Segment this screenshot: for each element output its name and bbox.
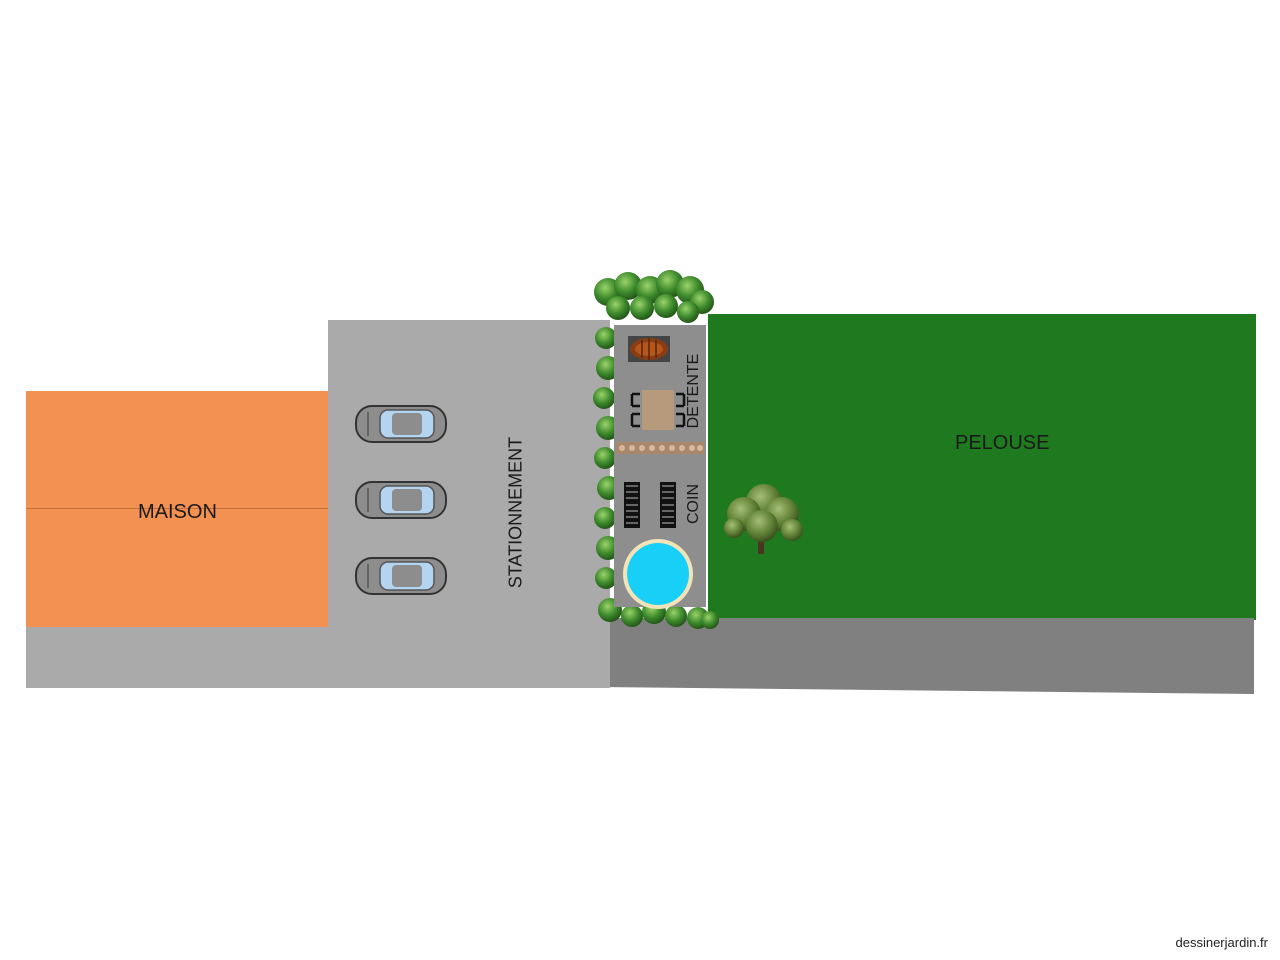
- lawn-label: PELOUSE: [955, 432, 1050, 454]
- house-area: [26, 391, 328, 627]
- table-chairs-icon: [630, 390, 686, 430]
- paved-walkway: [26, 627, 610, 688]
- sun-lounger-icon: [660, 482, 676, 528]
- sun-lounger-icon: [624, 482, 640, 528]
- lawn-area: [708, 314, 1256, 620]
- parking-label: STATIONNEMENT: [505, 436, 526, 589]
- house-roof-ridge: [26, 508, 328, 509]
- car-icon: [355, 557, 447, 595]
- car-icon: [355, 405, 447, 443]
- pool-icon: [623, 539, 693, 609]
- flower-border-icon: [616, 442, 704, 454]
- site-credit: dessinerjardin.fr: [1175, 935, 1269, 950]
- lounge-label-detente: DETENTE: [685, 353, 702, 429]
- house-label: MAISON: [138, 501, 217, 523]
- hedge-icon: [593, 270, 719, 629]
- tree-icon: [724, 484, 803, 554]
- barbecue-icon: [628, 336, 670, 362]
- car-icon: [355, 481, 447, 519]
- road-strip: [610, 618, 1254, 694]
- lounge-label-coin: COIN: [685, 484, 702, 524]
